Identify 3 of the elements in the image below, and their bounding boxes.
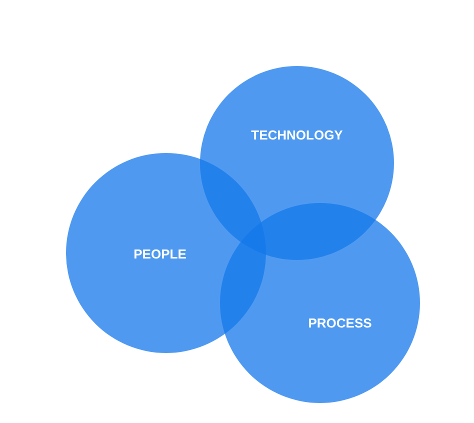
circle-label: PROCESS <box>308 316 372 330</box>
circle-label: PEOPLE <box>134 246 186 262</box>
circle-label: TECHNOLOGY <box>251 128 343 142</box>
